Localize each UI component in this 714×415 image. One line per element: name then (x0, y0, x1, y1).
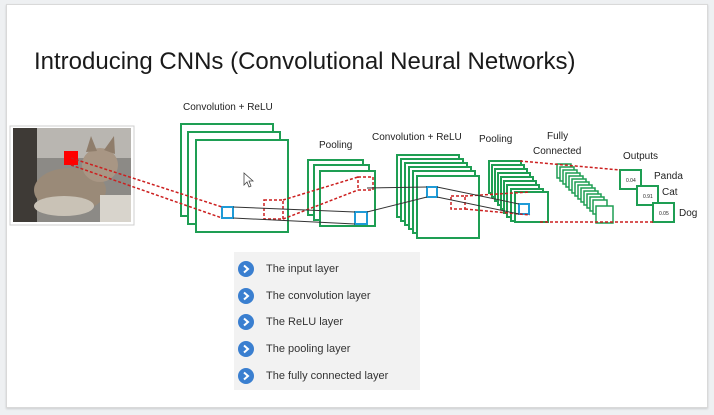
legend-item-relu-layer: The ReLU layer (238, 313, 343, 331)
score-dog: 0.05 (659, 211, 669, 217)
mouse-pointer-icon (243, 172, 255, 188)
chevron-right-icon (238, 341, 254, 357)
label-conv-relu-1: Convolution + ReLU (183, 102, 273, 113)
layer-legend: The input layer The convolution layer Th… (234, 252, 420, 390)
label-fully-connected-2: Connected (533, 146, 581, 157)
conv1-kernel (221, 206, 234, 219)
pool1-kernel (354, 211, 368, 225)
score-panda: 0.04 (626, 178, 636, 184)
output-label-panda: Panda (654, 171, 683, 182)
conv2-kernel (426, 186, 438, 198)
label-pooling-2: Pooling (479, 134, 512, 145)
chevron-right-icon (238, 368, 254, 384)
output-label-dog: Dog (679, 208, 697, 219)
output-box-dog (652, 202, 675, 223)
connection-lines-gray (232, 186, 520, 225)
fully-connected-stack (556, 163, 614, 224)
legend-item-label: The input layer (266, 263, 339, 275)
chevron-right-icon (238, 261, 254, 277)
legend-item-input-layer: The input layer (238, 260, 339, 278)
slide-title: Introducing CNNs (Convolutional Neural N… (34, 48, 576, 75)
output-box-panda (619, 169, 642, 190)
score-cat: 0.91 (643, 194, 653, 200)
legend-item-label: The pooling layer (266, 343, 351, 355)
chevron-right-icon (238, 288, 254, 304)
legend-item-pooling-layer: The pooling layer (238, 340, 350, 358)
legend-item-label: The ReLU layer (266, 316, 344, 328)
legend-item-fully-connected-layer: The fully connected layer (238, 367, 388, 385)
label-outputs: Outputs (623, 151, 658, 162)
input-image (9, 125, 135, 226)
conv1-feature-maps (180, 123, 289, 233)
output-boxes (619, 169, 675, 223)
conv1-region (263, 199, 284, 220)
label-pooling-1: Pooling (319, 140, 352, 151)
connection-lines-red (70, 157, 653, 223)
pool2-kernel (518, 203, 530, 215)
conv2-feature-maps (396, 154, 480, 239)
label-fully-connected-1: Fully (547, 131, 568, 142)
chevron-right-icon (238, 314, 254, 330)
output-box-cat (636, 185, 659, 206)
label-conv-relu-2: Convolution + ReLU (372, 132, 462, 143)
pool1-feature-maps (307, 159, 376, 227)
legend-item-label: The fully connected layer (266, 370, 389, 382)
pool1-region (357, 176, 374, 191)
legend-item-label: The convolution layer (266, 290, 371, 302)
legend-item-convolution-layer: The convolution layer (238, 287, 371, 305)
output-label-cat: Cat (662, 187, 678, 198)
